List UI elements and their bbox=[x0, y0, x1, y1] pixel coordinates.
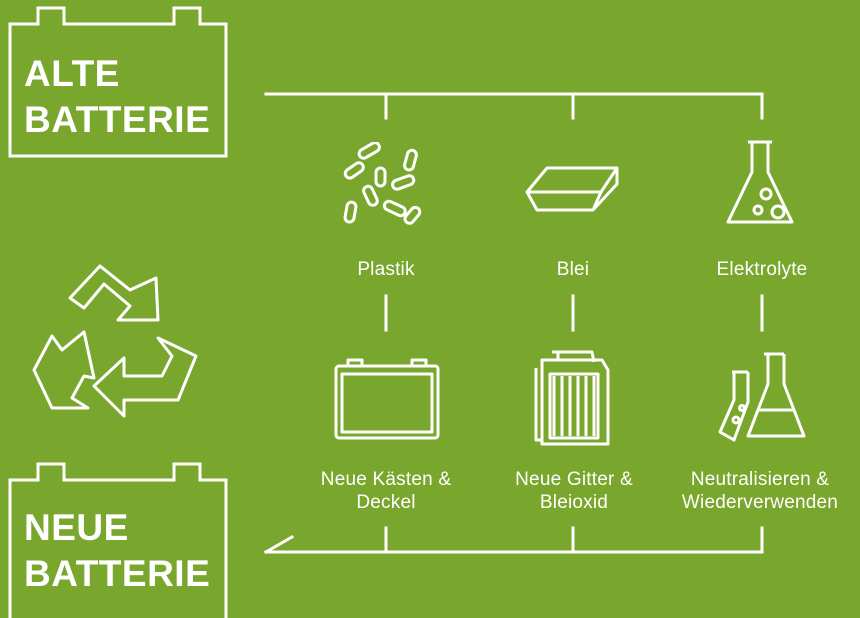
old-battery-line1: ALTE bbox=[24, 53, 120, 94]
top-branch-line bbox=[264, 92, 764, 120]
flask-icon bbox=[726, 140, 794, 224]
new-battery-line1: NEUE bbox=[24, 507, 129, 548]
new-battery-label: NEUE BATTERIE bbox=[24, 505, 210, 597]
product-label-neutralisieren: Neutralisieren & Wiederverwenden bbox=[662, 468, 858, 514]
material-label-text: Elektrolyte bbox=[716, 259, 808, 280]
product-label-line2: Wiederverwenden bbox=[681, 492, 839, 513]
grid-plate-icon bbox=[534, 350, 610, 446]
product-label-gitter: Neue Gitter & Bleioxid bbox=[494, 468, 654, 514]
lab-flasks-icon bbox=[718, 352, 806, 442]
recycle-icon bbox=[32, 264, 198, 418]
new-battery-line2: BATTERIE bbox=[24, 553, 211, 594]
product-label-line1: Neutralisieren & bbox=[690, 469, 830, 490]
material-label-plastik: Plastik bbox=[326, 258, 446, 281]
old-battery-line2: BATTERIE bbox=[24, 99, 211, 140]
product-label-line2: Bleioxid bbox=[539, 492, 609, 513]
product-label-line2: Deckel bbox=[356, 492, 416, 513]
material-label-text: Plastik bbox=[357, 259, 415, 280]
bottom-branch-line bbox=[263, 526, 764, 555]
battery-case-icon bbox=[334, 358, 440, 440]
new-battery-outline bbox=[8, 462, 228, 618]
product-label-kaesten: Neue Kästen & Deckel bbox=[296, 468, 476, 514]
product-label-line1: Neue Kästen & bbox=[320, 469, 452, 490]
material-label-blei: Blei bbox=[513, 258, 633, 281]
product-label-line1: Neue Gitter & bbox=[515, 469, 633, 490]
lead-ingot-icon bbox=[525, 166, 619, 212]
old-battery-outline bbox=[8, 6, 228, 158]
material-label-elektrolyte: Elektrolyte bbox=[692, 258, 832, 281]
old-battery-label: ALTE BATTERIE bbox=[24, 51, 210, 143]
material-label-text: Blei bbox=[556, 259, 590, 280]
plastic-pellets-icon bbox=[343, 142, 422, 225]
